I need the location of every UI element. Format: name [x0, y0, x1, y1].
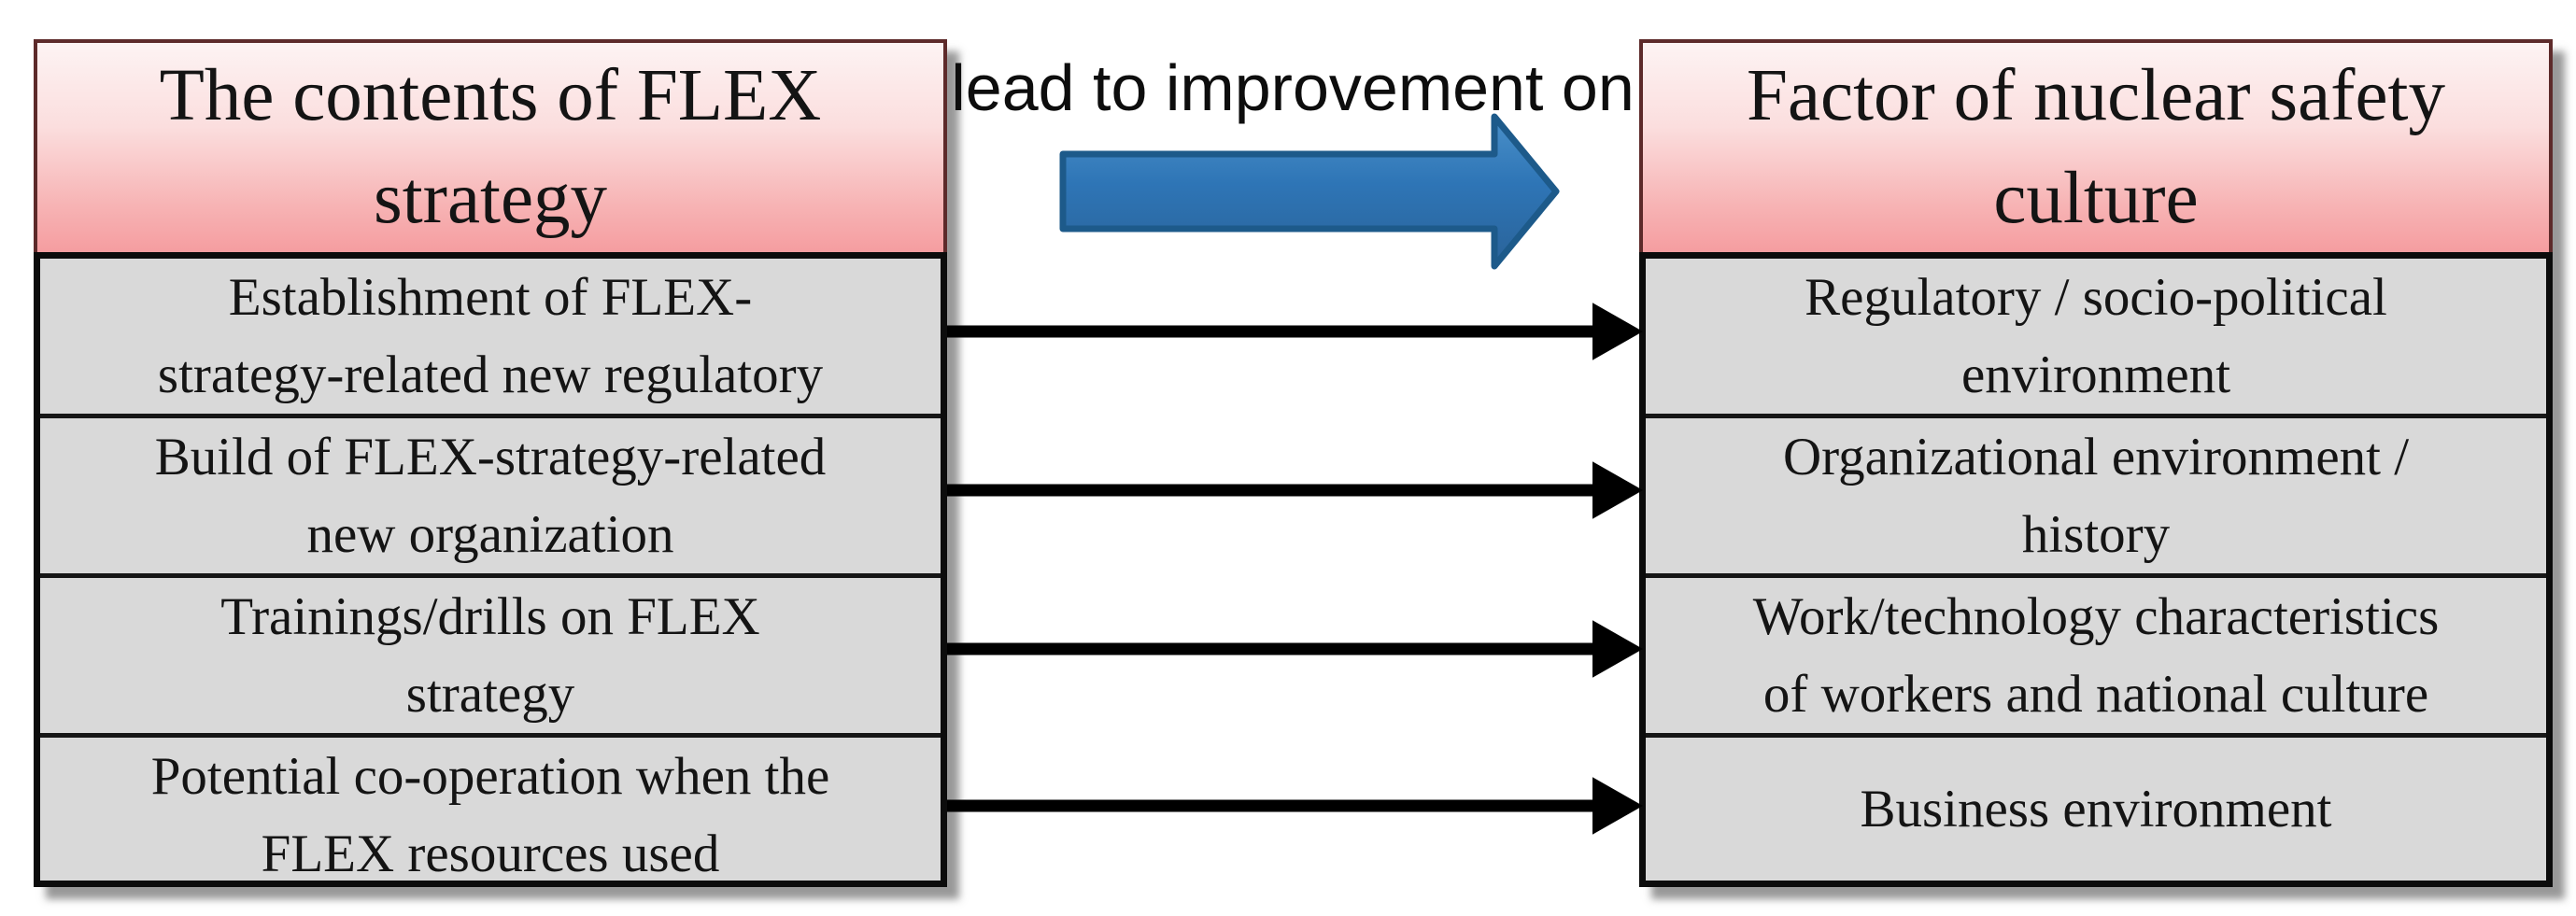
- right-table-header-line-1: Factor of nuclear safety: [1747, 55, 2445, 136]
- right-table-header: Factor of nuclear safety culture: [1639, 39, 2553, 252]
- left-row-4-line-1: Potential co-operation when the: [150, 747, 830, 806]
- right-row-3-line-2: of workers and national culture: [1762, 665, 2429, 724]
- left-table-header-line-2: strategy: [373, 158, 608, 239]
- right-row-2-line-1: Organizational environment /: [1782, 428, 2410, 486]
- row-connector-arrow-3: [947, 620, 1644, 678]
- left-table-row-2: Build of FLEX-strategy-related new organ…: [40, 414, 941, 573]
- right-table-body: Regulatory / socio-political environment…: [1639, 252, 2553, 887]
- right-row-1-line-2: environment: [1960, 345, 2231, 404]
- left-table-header-line-1: The contents of FLEX: [159, 55, 822, 136]
- left-row-1-line-2: strategy-related new regulatory: [157, 345, 824, 404]
- right-row-1-line-1: Regulatory / socio-political: [1805, 268, 2387, 327]
- right-table-row-2: Organizational environment / history: [1646, 414, 2546, 573]
- right-table-header-line-2: culture: [1993, 158, 2199, 239]
- connector-label: lead to improvement on: [951, 51, 1635, 124]
- right-table: Factor of nuclear safety culture Regulat…: [1639, 39, 2553, 887]
- left-table-row-4: Potential co-operation when the FLEX res…: [40, 733, 941, 893]
- left-row-2-line-2: new organization: [306, 505, 674, 564]
- left-table-row-3: Trainings/drills on FLEX strategy: [40, 573, 941, 733]
- blue-block-arrow-icon: [1059, 113, 1560, 270]
- left-row-4-line-2: FLEX resources used: [261, 824, 720, 883]
- right-table-row-1: Regulatory / socio-political environment: [1646, 259, 2546, 414]
- left-table-row-1: Establishment of FLEX- strategy-related …: [40, 259, 941, 414]
- left-row-3-line-1: Trainings/drills on FLEX: [220, 587, 760, 646]
- left-table-body: Establishment of FLEX- strategy-related …: [34, 252, 947, 887]
- left-row-1-line-1: Establishment of FLEX-: [228, 268, 753, 327]
- right-table-row-4: Business environment: [1646, 733, 2546, 881]
- row-connector-arrow-4: [947, 777, 1644, 835]
- row-connector-arrow-1: [947, 303, 1644, 360]
- left-row-3-line-2: strategy: [405, 665, 575, 724]
- left-row-2-line-1: Build of FLEX-strategy-related: [154, 428, 827, 486]
- left-table: The contents of FLEX strategy Establishm…: [34, 39, 947, 887]
- row-connector-arrow-2: [947, 461, 1644, 519]
- right-row-4-line-1: Business environment: [1860, 780, 2332, 838]
- right-row-3-line-1: Work/technology characteristics: [1752, 587, 2440, 646]
- right-row-2-line-2: history: [2021, 505, 2171, 564]
- left-table-header: The contents of FLEX strategy: [34, 39, 947, 252]
- right-table-row-3: Work/technology characteristics of worke…: [1646, 573, 2546, 733]
